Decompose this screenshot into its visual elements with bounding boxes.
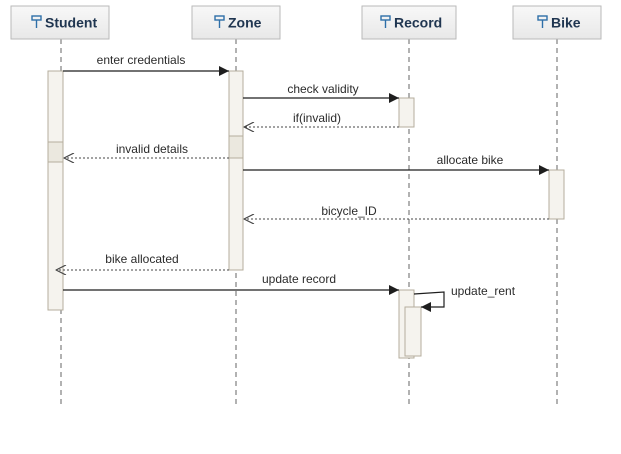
activation-zone-nested[interactable]	[228, 135, 244, 159]
message-bicycle-id[interactable]: bicycle_ID	[244, 204, 549, 219]
message-label: check validity	[287, 82, 358, 96]
message-label: invalid details	[116, 142, 188, 156]
message-check-validity[interactable]: check validity	[243, 82, 399, 103]
message-bike-allocated[interactable]: bike allocated	[56, 252, 229, 270]
lifeline-bike-label: Bike	[551, 15, 581, 31]
lifeline-record-head[interactable]: Record	[361, 5, 457, 40]
message-label: bicycle_ID	[321, 204, 377, 218]
activation-record-self[interactable]	[404, 306, 422, 357]
message-label: allocate bike	[437, 153, 504, 167]
lifeline-icon	[380, 15, 391, 28]
activation-student[interactable]	[47, 70, 64, 311]
lifeline-icon	[214, 15, 225, 28]
message-if-invalid[interactable]: if(invalid)	[244, 111, 399, 127]
message-invalid-details[interactable]: invalid details	[64, 142, 229, 158]
activation-bars	[47, 70, 565, 359]
lifeline-icon	[537, 15, 548, 28]
message-label: bike allocated	[105, 252, 178, 266]
message-update-record[interactable]: update record	[63, 272, 399, 295]
message-label: update record	[262, 272, 336, 286]
lifeline-student-head[interactable]: Student	[10, 5, 110, 40]
lifeline-student-label: Student	[45, 15, 97, 31]
activation-bike[interactable]	[548, 169, 565, 220]
activation-zone[interactable]	[228, 70, 244, 271]
message-allocate-bike[interactable]: allocate bike	[243, 153, 549, 175]
activation-record-check[interactable]	[398, 97, 415, 128]
lifeline-record-label: Record	[394, 15, 442, 31]
activation-student-nested[interactable]	[47, 141, 64, 163]
message-label: enter credentials	[97, 53, 186, 67]
message-update-rent-self[interactable]: update_rent	[413, 284, 516, 312]
message-label: update_rent	[451, 284, 516, 298]
lifeline-icon	[31, 15, 42, 28]
message-enter-credentials[interactable]: enter credentials	[63, 53, 229, 76]
lifeline-bike-head[interactable]: Bike	[512, 5, 602, 40]
message-label: if(invalid)	[293, 111, 341, 125]
lifeline-zone-label: Zone	[228, 15, 262, 31]
lifeline-zone-head[interactable]: Zone	[191, 5, 281, 40]
